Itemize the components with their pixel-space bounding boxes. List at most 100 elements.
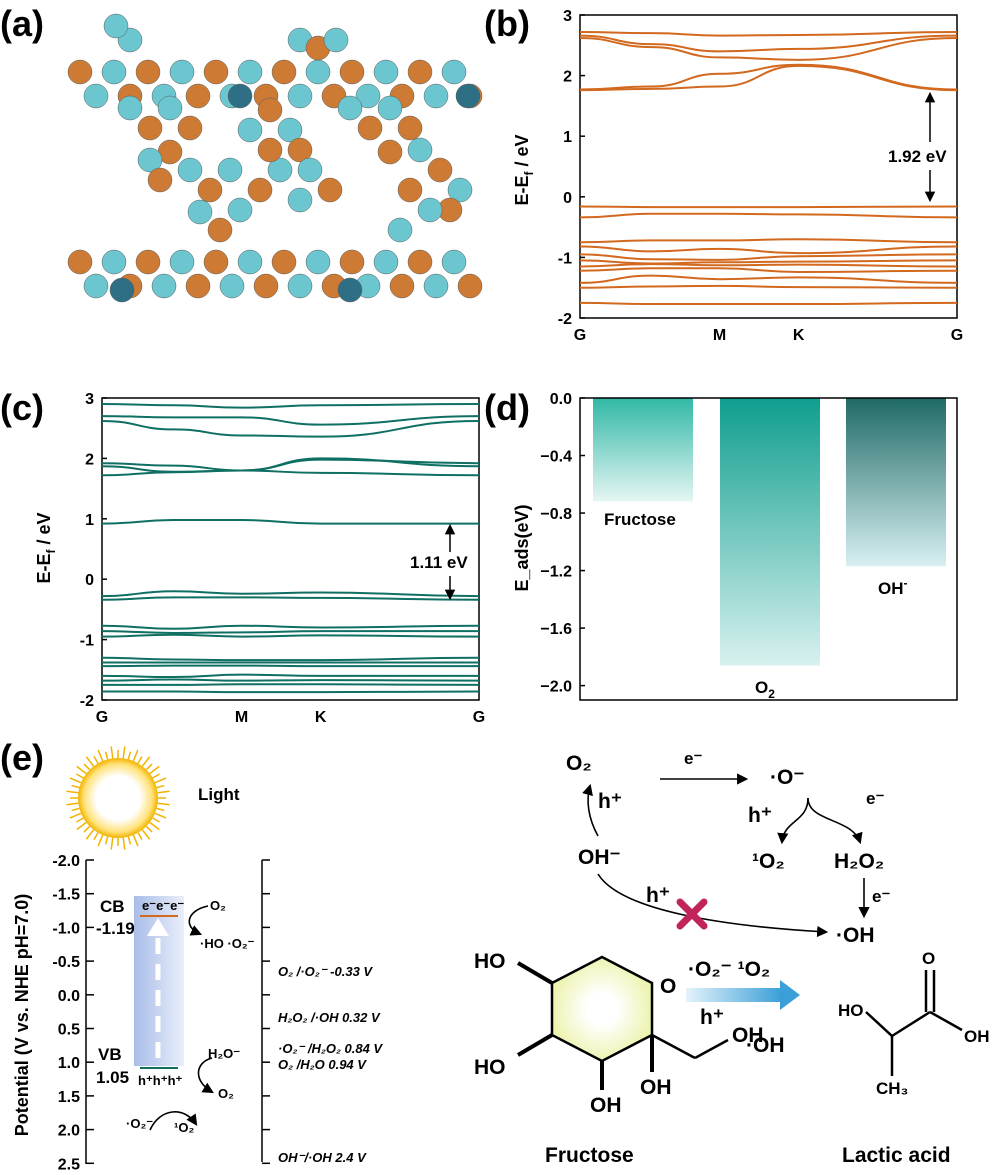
y-tick-label: 0.0 [550,391,572,408]
atom [203,59,229,85]
bar-chart-frame [579,397,958,701]
band-line [579,238,958,244]
fructose-name: Fructose [545,1144,634,1167]
y-tick-label: -2.0 [52,853,80,870]
atom [373,59,399,85]
vb-label: VB [98,1045,122,1064]
svg-text:OH: OH [964,1027,990,1046]
band-line [579,212,958,219]
lactic-acid-structure: O HO OH CH₃ [838,949,990,1098]
y-tick-label: 0 [563,190,572,207]
atom [423,83,449,109]
y-tick-label: -2 [558,311,572,328]
atom [407,59,433,85]
bar [720,398,820,666]
y-tick-label: −1.2 [540,564,572,581]
atom [157,95,183,121]
y-tick-label: 1.5 [58,1089,80,1106]
cross-icon [676,898,708,930]
scheme-o-radical: ·O⁻ [770,766,804,789]
scheme-arrow-oh-to-radical [597,873,829,938]
atom [287,83,313,109]
redox-ticks [262,859,270,1165]
band-line [579,64,958,92]
band-line [579,301,958,306]
x-tick-label: M [235,709,248,726]
conversion-arrow [686,980,800,1010]
atom [227,83,253,109]
atom [397,115,423,141]
atomic-structure [67,13,483,303]
bar [846,398,946,567]
y-tick-label: −0.4 [540,449,572,466]
scheme-oh-minus: OH⁻ [578,846,621,869]
atom [83,83,109,109]
svg-text:O: O [660,975,676,998]
cb-reactant: O₂ [210,898,226,913]
bar [593,398,693,502]
bar-label-oh: OH- [878,576,908,598]
svg-text:E-Ef / eV: E-Ef / eV [512,134,536,205]
x-tick-label: K [793,327,805,344]
y-tick-label: 1 [85,512,94,529]
scheme-e-right: e⁻ [866,789,884,808]
bottom-reactant: ·O₂⁻ [126,1116,153,1131]
band-line [101,633,480,638]
band-line [579,263,958,268]
band-line [101,590,480,598]
band-line [101,630,479,634]
band-line [101,678,480,682]
y-tick-label: 2.0 [58,1123,80,1140]
atom [177,157,203,183]
atom [147,167,173,193]
y-tick-label: 2 [563,69,572,86]
atom [103,13,129,39]
y-tick-label: 0.5 [58,1022,80,1039]
svg-text:E-Ef / eV: E-Ef / eV [34,512,58,583]
adsorption-bar-chart: 0.0−0.4−0.8−1.2−1.6−2.0 [540,391,946,696]
fructose-structure: HO O HO OH OH OH [474,950,764,1117]
atom [135,249,161,275]
atom [101,249,127,275]
scheme-h-cross: h⁺ [646,884,670,907]
atom [287,187,313,213]
scheme-oh-radical: ·OH [836,924,875,947]
radical-scheme: O₂ e⁻ ·O⁻ h⁺ OH⁻ h⁺ e⁻ ¹O₂ H₂O₂ e⁻ h⁺ ·O… [566,749,890,947]
ylabel-c-tail: / eV [34,512,54,549]
ylabel-b-main: E-E [512,176,532,206]
atom [247,177,273,203]
band-line [101,624,480,630]
y-tick-label: 3 [563,8,572,25]
band-plot-b-frame [579,14,958,319]
band-line [579,259,958,265]
atom [373,249,399,275]
atom [287,137,313,163]
atom [305,59,331,85]
atom [271,249,297,275]
atom [377,139,403,165]
cb-products: ·HO ·O₂⁻ [200,936,255,951]
gap-annotation-c: 1.11 eV [410,523,468,601]
x-tick-label: G [96,709,108,726]
band-line [579,37,958,61]
y-tick-label: -1 [80,633,94,650]
band-line [579,274,958,284]
ylabel-d: E_ads(eV) [512,504,532,591]
atom [407,249,433,275]
atom [389,273,415,299]
panel-label-a: (a) [0,3,44,44]
atom [169,59,195,85]
atom [237,249,263,275]
atom [253,273,279,299]
panel-label-e: (e) [0,737,44,778]
y-tick-label: -0.5 [52,954,80,971]
y-tick-label: −1.6 [540,621,572,638]
potential-o2-h2o: O₂ /H₂O 0.94 V [278,1057,367,1072]
atom [417,197,443,223]
y-tick-label: 2 [85,451,94,468]
atom [337,95,363,121]
atom [185,83,211,109]
band-line [101,419,480,438]
